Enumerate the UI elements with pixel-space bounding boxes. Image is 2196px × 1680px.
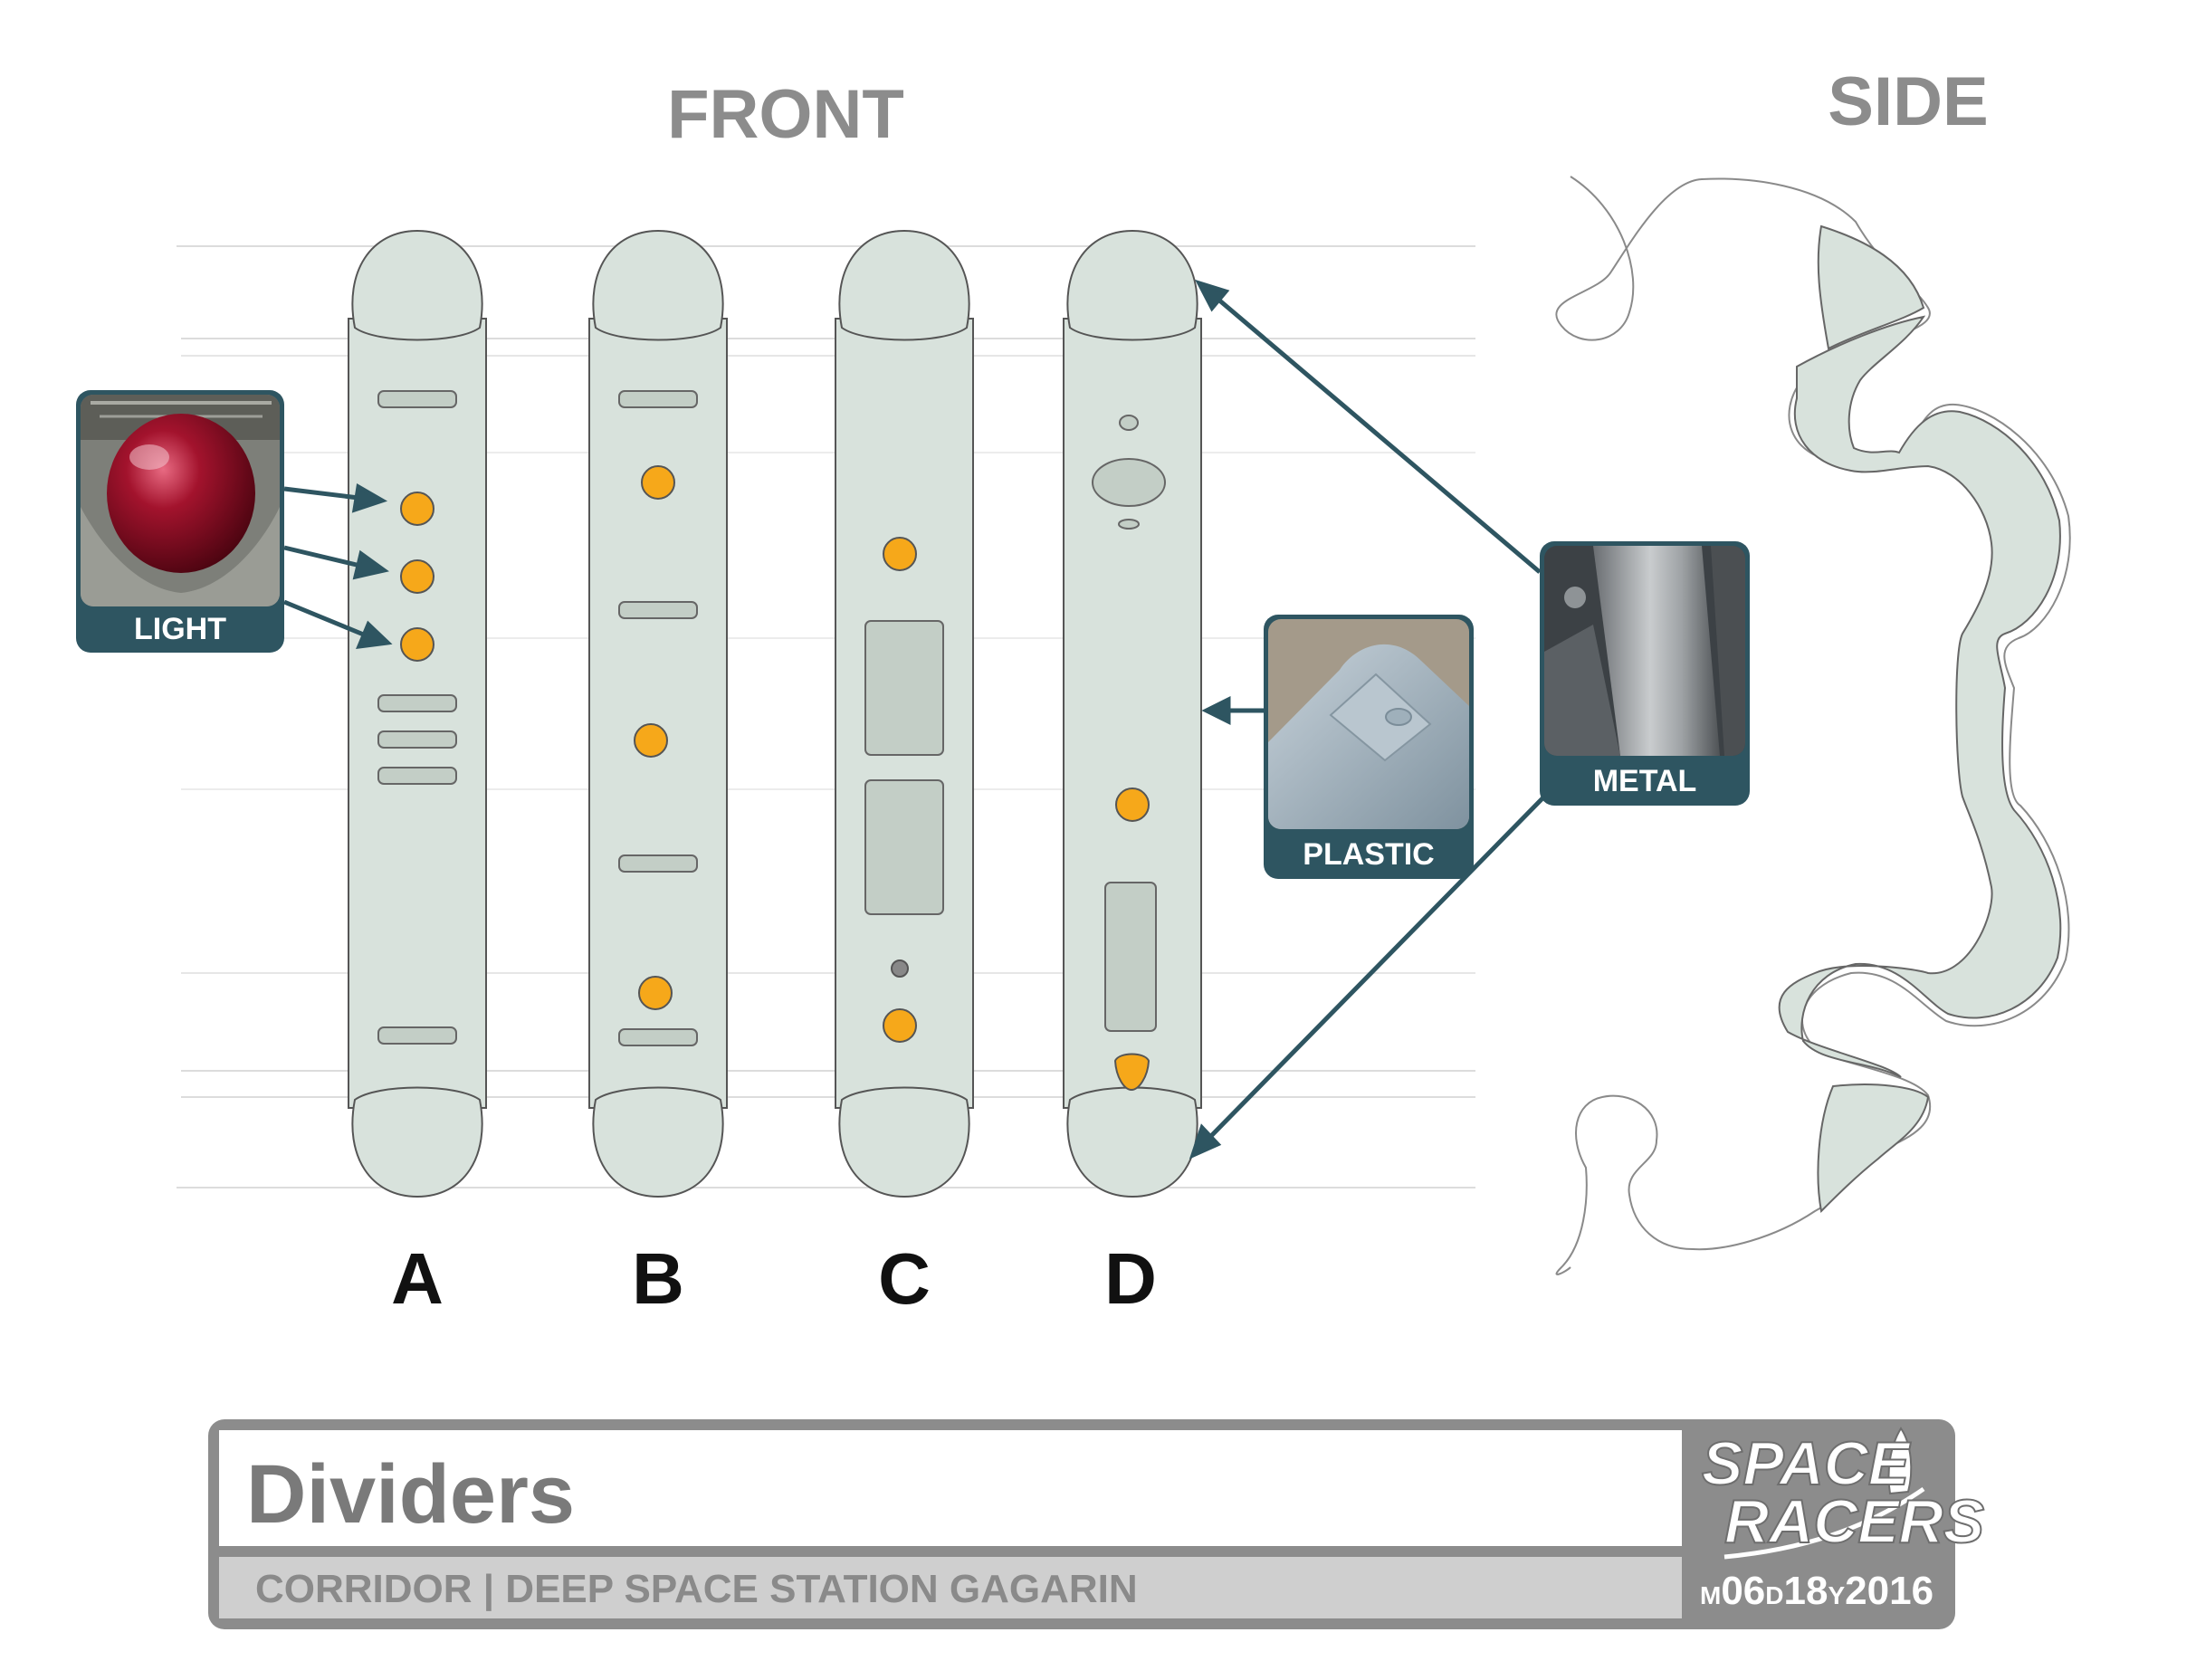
divider-b-slot (618, 390, 698, 408)
logo-swoosh (1723, 1486, 1925, 1560)
divider-c-light (883, 537, 917, 571)
divider-c-bottom-cap (838, 1086, 970, 1198)
space-racers-logo: SPACE RACERS (1701, 1427, 1985, 1560)
callout-plastic-label: PLASTIC (1303, 837, 1434, 872)
title-block-subtitle-area (219, 1557, 1682, 1618)
divider-a-light (400, 559, 434, 594)
arrow-light (283, 599, 367, 638)
divider-b-slot (618, 1028, 698, 1046)
divider-d-light (1115, 788, 1150, 822)
arrow-head (351, 483, 388, 513)
arrow-head (1189, 1123, 1222, 1160)
divider-c-panel (864, 620, 944, 756)
divider-a (348, 229, 487, 1198)
divider-a-bottom-cap (351, 1086, 483, 1198)
plastic-photo (1268, 619, 1469, 829)
arrow-metal-top (1216, 297, 1542, 574)
divider-c-label: C (878, 1238, 931, 1319)
date-day: 18 (1784, 1569, 1828, 1613)
divider-b-slot (618, 854, 698, 873)
divider-a-vent (377, 730, 457, 749)
divider-d-speaker (1119, 415, 1139, 431)
arrow-light (283, 486, 359, 501)
callout-arrows (283, 279, 1546, 1160)
divider-a-light (400, 627, 434, 662)
divider-c-panel (864, 779, 944, 915)
divider-a-light (400, 492, 434, 526)
divider-b (588, 229, 728, 1198)
divider-a-slot (377, 390, 457, 408)
side-view-cap (1817, 224, 1925, 350)
date-year: 2016 (1845, 1569, 1933, 1613)
arrow-head (352, 549, 389, 580)
date-y-prefix: Y (1828, 1581, 1845, 1609)
page-title: Dividers (246, 1448, 575, 1541)
divider-a-slot (377, 1026, 457, 1045)
divider-a-body (348, 318, 487, 1109)
title-block-name-area (219, 1430, 1682, 1546)
arrow-head (1195, 279, 1230, 312)
divider-a-vent (377, 767, 457, 785)
side-view-cap (1817, 1083, 1930, 1214)
date-stamp: M06D18Y2016 (1700, 1569, 1933, 1613)
divider-d-top-cap (1066, 229, 1198, 341)
callout-light-label: LIGHT (134, 612, 226, 646)
date-d-prefix: D (1765, 1581, 1783, 1609)
divider-b-bottom-cap (592, 1086, 724, 1198)
divider-a-vent (377, 694, 457, 712)
divider-b-light (641, 465, 675, 500)
divider-b-top-cap (592, 229, 724, 341)
arrow-head (356, 620, 393, 650)
divider-a-label: A (391, 1238, 444, 1319)
divider-c (835, 229, 974, 1198)
date-m-prefix: M (1700, 1581, 1721, 1609)
page-subtitle: CORRIDOR | DEEP SPACE STATION GAGARIN (255, 1567, 1138, 1612)
side-view-body (1778, 315, 2062, 1078)
callout-light: LIGHT (76, 390, 284, 653)
divider-b-light (638, 976, 673, 1010)
divider-c-top-cap (838, 229, 970, 341)
divider-c-button (891, 959, 909, 978)
divider-d-panel (1104, 882, 1157, 1032)
light-photo (81, 395, 280, 606)
side-view-profile (1555, 176, 2071, 1275)
divider-b-light (634, 723, 668, 758)
title-block: Dividers CORRIDOR | DEEP SPACE STATION G… (208, 1419, 1985, 1629)
callout-metal-label: METAL (1593, 764, 1697, 798)
logo-line-2: RACERS (1724, 1487, 1984, 1556)
metal-photo (1544, 546, 1745, 756)
divider-d-light (1113, 1053, 1151, 1092)
divider-d-speaker (1092, 458, 1166, 507)
date-text: M06D18Y2016 (1700, 1569, 1933, 1613)
arrow-head (1201, 695, 1231, 726)
divider-d-bottom-cap (1066, 1086, 1198, 1198)
divider-b-label: B (632, 1238, 684, 1319)
divider-d-label: D (1104, 1238, 1157, 1319)
divider-a-top-cap (351, 229, 483, 341)
divider-c-light (883, 1008, 917, 1043)
side-view-title: SIDE (1828, 63, 1988, 140)
arrow-metal-bottom (1207, 795, 1546, 1141)
callout-plastic: PLASTIC (1264, 615, 1474, 879)
arrow-light (283, 545, 361, 568)
logo-line-1: SPACE (1702, 1429, 1912, 1498)
callout-metal: METAL (1540, 541, 1750, 806)
front-view-title: FRONT (667, 76, 904, 153)
rocket-icon (1887, 1427, 1913, 1495)
divider-d (1063, 229, 1202, 1198)
divider-b-slot (618, 601, 698, 619)
divider-d-speaker (1118, 519, 1140, 530)
date-month: 06 (1721, 1569, 1765, 1613)
